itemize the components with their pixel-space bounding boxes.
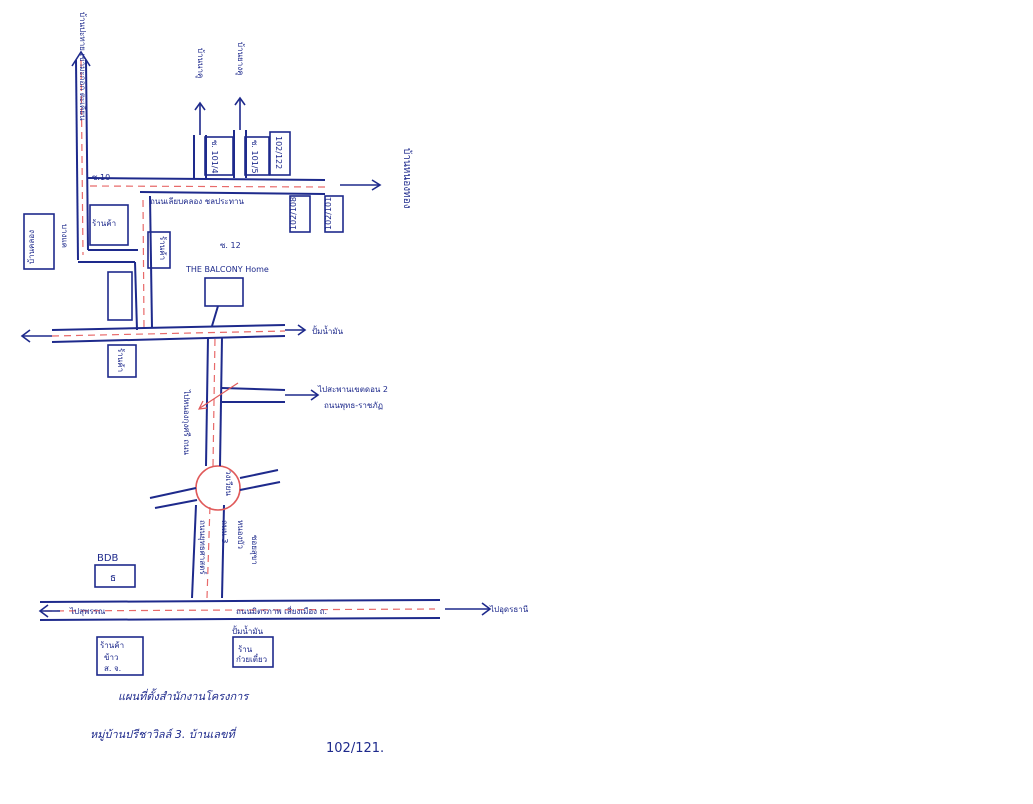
road-s3-label: หนองบัว [236, 520, 245, 549]
small-box-a-label: ร้านค้า [92, 219, 116, 228]
main-road-center-label: ถนนมิตรภาพ เลี่ยงเมือง ถ. [236, 605, 327, 616]
small-box-b-label: ร้านค้า [158, 236, 167, 260]
road-s1-label: ถนนยุทธศาสตร์ [198, 520, 208, 575]
bottom-box-1-line3: ส. จ. [104, 664, 121, 673]
bottom-box-2-line2: ร้าน [238, 645, 253, 654]
bdb-box [94, 564, 136, 588]
north-left-label: บ้านนาคู [195, 48, 205, 78]
bottom-box-2 [232, 636, 274, 668]
bottom-box-2-line3: ก๋วยเตี๋ยว [236, 653, 267, 664]
road-s4-label: ซอยสุขา [250, 535, 259, 565]
central-vertical-road [197, 336, 320, 467]
left-box-place-label: บ้านคลอง [27, 230, 36, 264]
bottom-box-1-line1: ร้านค้า [100, 641, 124, 650]
box-102-122-label: 102/122 [274, 136, 283, 169]
note-line-2: หมู่บ้านปรีชาวิลล์ 3. บ้านเลขที่ [90, 726, 237, 741]
left-soi-box [107, 271, 133, 321]
north-right-label: บ้านยางคู [235, 42, 245, 75]
bottom-box-2-line1: ปั้มน้ำมัน [232, 625, 264, 636]
cross-road [20, 324, 307, 343]
box-102-108-label: 102/108 [289, 197, 298, 230]
balcony-box [204, 277, 244, 307]
top-left-place-label: บ้านปะทาย เขามะกอก ตะเคียน [78, 12, 87, 121]
balcony-label: THE BALCONY Home [185, 265, 269, 274]
south-vertical-road [191, 504, 225, 599]
main-road [38, 599, 492, 621]
cross-road-left-box-label: ร้านค้า [116, 348, 125, 372]
bdb-box-label: ธ [110, 573, 116, 584]
lane-101-5-label: ซ. 101/5 [250, 140, 259, 174]
main-road-left-label: ไปสุพรรณ [69, 607, 106, 616]
box-102-101 [324, 195, 344, 233]
left-place-box [23, 213, 55, 270]
left-arrow-top-label: บางแค [60, 224, 69, 248]
roundabout-label: วงเวียน [224, 470, 233, 496]
bottom-box-1 [96, 636, 144, 676]
bottom-box-1-line2: ข้าว [104, 653, 118, 662]
roundabout [149, 465, 281, 511]
right-side-road-label-2: ถนนพุทธ-ราชภัฏ [324, 401, 383, 410]
balcony-header-label: ซ. 12 [220, 241, 241, 250]
box-102-108 [289, 195, 311, 233]
note-line-1: แผนที่ตั้งสำนักงานโครงการ [118, 688, 250, 703]
top-road-name-label: ถนนเลียบคลอง ชลประทาน [150, 197, 244, 206]
road-s2-label: ถนน 3 [220, 520, 229, 543]
soi-10-label: ซ.10 [92, 173, 110, 182]
vertical-road-label: ไปหนองกุงศรี ถนน [182, 389, 191, 456]
main-road-right-label: ไปอุดรธานี [489, 605, 529, 614]
small-box-a [89, 204, 129, 246]
small-box-b [147, 231, 171, 269]
box-102-122 [269, 131, 291, 176]
cross-road-left-box [107, 344, 137, 378]
bdb-label: BDB [97, 553, 119, 564]
lane-box-101-5 [244, 136, 270, 176]
box-102-101-label: 102/101 [324, 197, 333, 230]
note-number: 102/121. [326, 741, 384, 756]
top-road [87, 96, 382, 195]
cross-road-right-label: ปั้มน้ำมัน [312, 325, 344, 336]
northwest-road [71, 50, 153, 331]
lane-101-4-label: ซ. 101/4 [210, 140, 219, 174]
lane-box-101-4 [204, 136, 234, 176]
right-side-road-label: ไปสะพานเขตดอน 2 [317, 385, 388, 394]
right-arrow-place-label: บ้านหนองทอง [401, 148, 413, 209]
